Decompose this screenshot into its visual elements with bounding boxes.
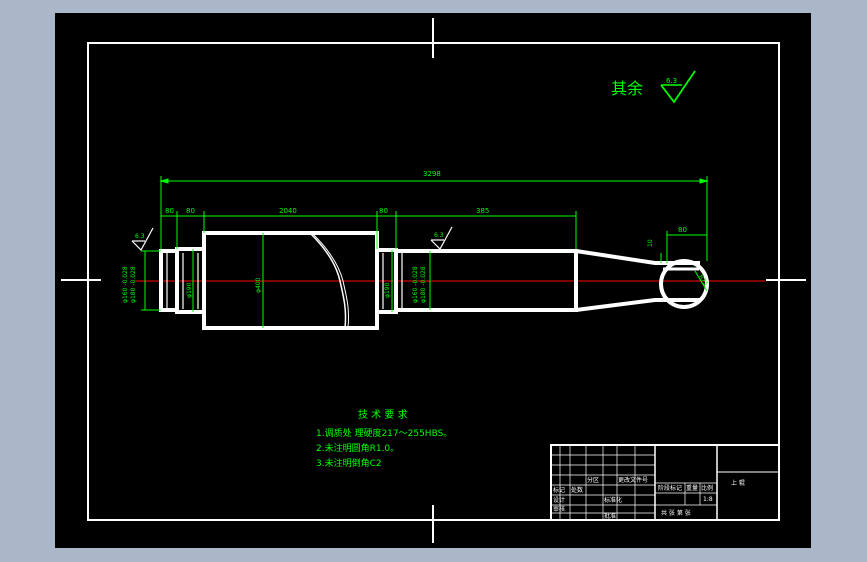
other-surface-label: 其余 xyxy=(611,79,643,98)
tb-design: 设计 xyxy=(553,496,565,504)
dim-end-h: 10 xyxy=(647,239,654,247)
dim-body: 2040 xyxy=(279,207,297,215)
break-line xyxy=(309,232,347,329)
dim-seg1: 80 xyxy=(165,207,174,215)
dimension-row xyxy=(161,211,577,249)
tb-std: 标准化 xyxy=(604,496,622,504)
note-3: 3.未注明倒角C2 xyxy=(316,457,382,469)
tb-zone: 分区 xyxy=(587,476,599,484)
roughness-symbol-general: 6.3 xyxy=(660,70,696,104)
tb-weight: 重量 xyxy=(686,484,698,492)
tb-scale: 比例 xyxy=(701,484,713,492)
d-right-1: φ160 -0.028 xyxy=(412,266,419,303)
tb-count: 处数 xyxy=(571,486,583,494)
notes-title: 技 术 要 求 xyxy=(358,408,408,421)
title-part-name: 上 辊 xyxy=(731,479,745,487)
dimension-end xyxy=(660,231,708,292)
note-2: 2.未注明圆角R1.0。 xyxy=(316,442,399,454)
dimension-overall-text: 3298 xyxy=(423,170,441,178)
d-body: φ400 xyxy=(255,277,262,293)
tb-change: 更改文件号 xyxy=(618,476,648,484)
rough-left-value: 6.3 xyxy=(135,233,145,240)
drawing-canvas: 其余 6.3 3298 xyxy=(61,18,806,543)
dimension-overall xyxy=(159,176,709,261)
end-neck-circle xyxy=(659,259,709,309)
break-line-inner xyxy=(312,233,349,328)
tb-approve: 批准 xyxy=(604,512,616,520)
d-shoulder-left: φ190 xyxy=(186,282,193,298)
tb-stage: 阶段标记 xyxy=(658,484,682,492)
drawing-sheet: 其余 6.3 3298 xyxy=(55,13,811,548)
roughness-symbol-left xyxy=(131,227,154,251)
dim-seg4: 80 xyxy=(379,207,388,215)
tb-sheet: 共 张 第 张 xyxy=(661,509,691,517)
d-shoulder-right: φ190 xyxy=(384,282,391,298)
rough-right-value: 6.3 xyxy=(434,232,444,239)
dim-seg5: 385 xyxy=(476,207,489,215)
tb-scale-value: 1:8 xyxy=(703,496,713,503)
roughness-symbol-right xyxy=(430,226,453,250)
d-right-2: φ180 -0.028 xyxy=(420,266,427,303)
note-1: 1.调质处 理硬度217～255HBS。 xyxy=(316,427,452,439)
d-left-2: φ180 -0.028 xyxy=(130,266,137,303)
diameter-lines xyxy=(141,233,431,328)
tb-review: 审核 xyxy=(553,505,565,513)
d-left-1: φ160 -0.028 xyxy=(122,266,129,303)
title-block xyxy=(550,444,780,521)
shaft-steps xyxy=(166,253,403,309)
dim-seg2: 80 xyxy=(186,207,195,215)
svg-text:6.3: 6.3 xyxy=(666,77,677,85)
tb-mark: 标记 xyxy=(553,486,565,494)
dim-end-len: 80 xyxy=(678,226,687,234)
